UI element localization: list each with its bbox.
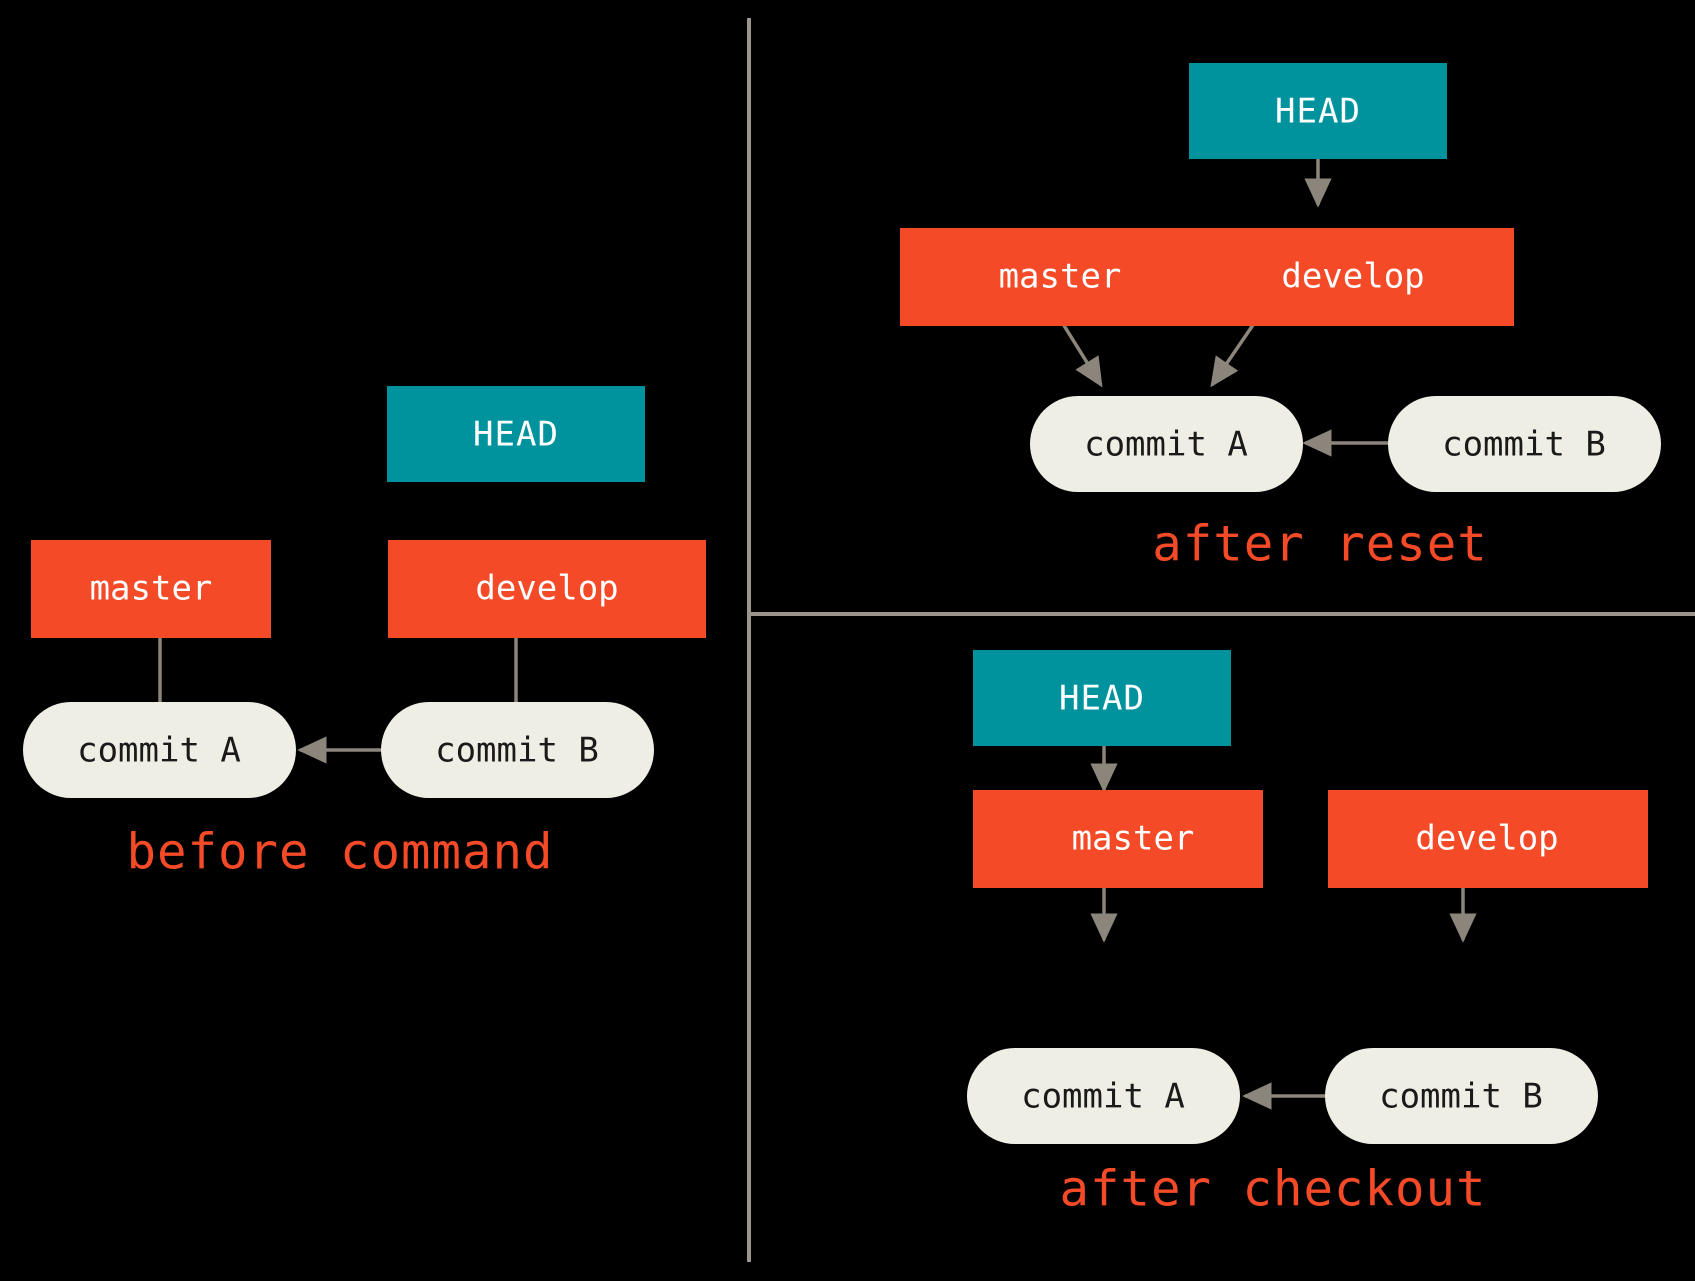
commit-b-label: commit B <box>435 731 599 771</box>
commit-a-bubble[interactable] <box>1030 396 1303 492</box>
caption-after-checkout: after checkout <box>1059 1161 1486 1218</box>
caption-after-reset: after reset <box>1152 516 1488 573</box>
develop-box[interactable] <box>388 540 706 638</box>
develop-box[interactable] <box>1328 790 1648 888</box>
master-box[interactable] <box>973 790 1263 888</box>
node-master[interactable]: master <box>31 540 271 638</box>
node-commit-a[interactable]: commit A <box>1030 396 1303 492</box>
node-commit-b[interactable]: commit B <box>381 702 654 798</box>
node-develop[interactable]: develop <box>1328 790 1648 888</box>
develop-box-label: develop <box>1415 819 1558 859</box>
node-develop[interactable]: develop <box>388 540 706 638</box>
commit-b-label: commit B <box>1379 1077 1543 1117</box>
node-commit-a[interactable]: commit A <box>967 1048 1240 1144</box>
head-box[interactable] <box>1189 63 1447 159</box>
master-develop-box[interactable] <box>900 228 1514 326</box>
panel-after-reset: HEAD master develop commit A commit B af… <box>900 63 1661 573</box>
commit-a-label: commit A <box>77 731 241 771</box>
caption-before-command: before command <box>126 824 553 881</box>
node-head[interactable]: HEAD <box>387 386 645 482</box>
head-box[interactable] <box>973 650 1231 746</box>
develop-box-label: develop <box>475 569 618 609</box>
master-box-label: master <box>999 257 1122 297</box>
commit-b-bubble[interactable] <box>1325 1048 1598 1144</box>
panel-after-checkout: HEAD master develop commit A commit B <box>967 650 1648 1218</box>
master-box-label: master <box>1072 819 1195 859</box>
master-box-label: master <box>90 569 213 609</box>
node-master-develop[interactable]: master develop <box>900 228 1514 326</box>
commit-a-label: commit A <box>1084 425 1248 465</box>
head-box-label: HEAD <box>473 415 559 455</box>
commit-b-bubble[interactable] <box>381 702 654 798</box>
commit-a-bubble[interactable] <box>967 1048 1240 1144</box>
node-commit-b[interactable]: commit B <box>1325 1048 1598 1144</box>
master-box[interactable] <box>31 540 271 638</box>
node-commit-a[interactable]: commit A <box>23 702 296 798</box>
head-box[interactable] <box>387 386 645 482</box>
commit-a-label: commit A <box>1021 1077 1185 1117</box>
head-box-label: HEAD <box>1059 679 1145 719</box>
commit-b-bubble[interactable] <box>1388 396 1661 492</box>
node-master[interactable]: master <box>973 790 1263 888</box>
develop-box-label: develop <box>1281 257 1424 297</box>
panel-before-command: HEAD master develop commit A commit B <box>23 386 706 881</box>
node-head[interactable]: HEAD <box>973 650 1231 746</box>
node-head[interactable]: HEAD <box>1189 63 1447 159</box>
head-box-label: HEAD <box>1275 92 1361 132</box>
commit-b-label: commit B <box>1442 425 1606 465</box>
node-commit-b[interactable]: commit B <box>1388 396 1661 492</box>
commit-a-bubble[interactable] <box>23 702 296 798</box>
